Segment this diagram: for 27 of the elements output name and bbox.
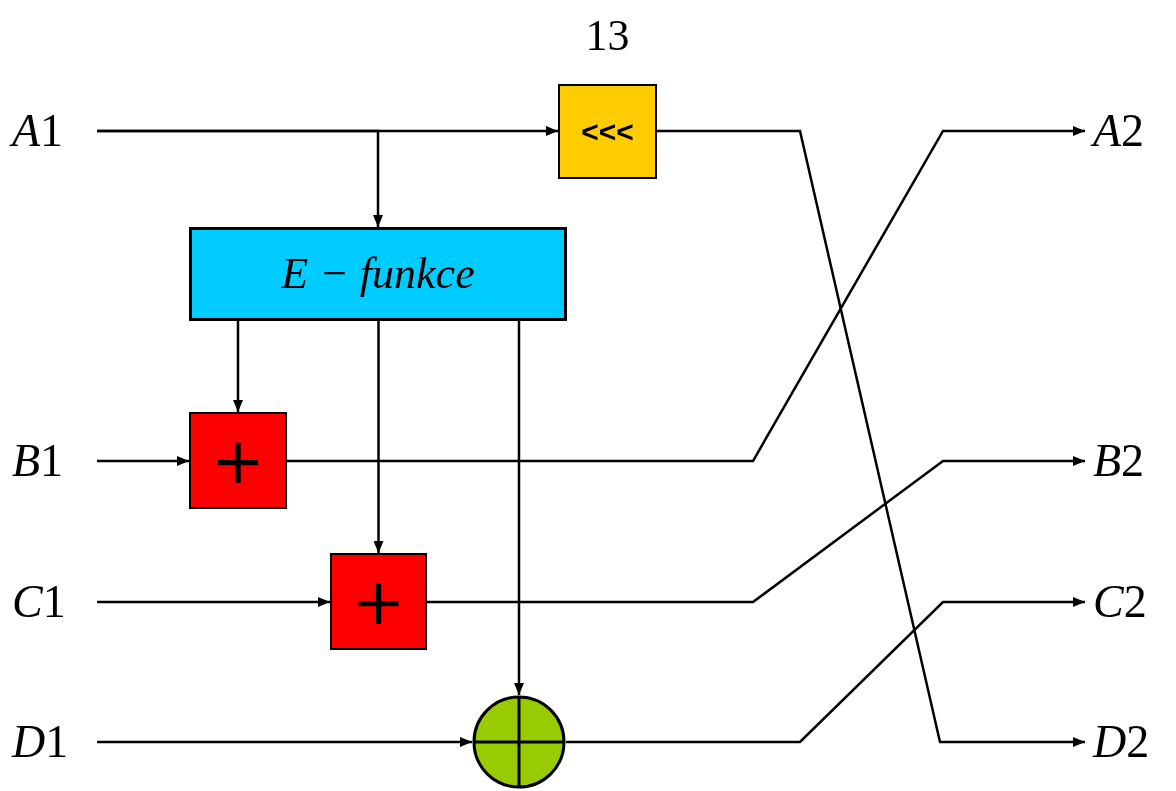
box-label: E − funkce — [281, 252, 475, 296]
input-label: B1 — [12, 438, 64, 484]
arrow — [97, 737, 472, 747]
arrow — [427, 456, 1085, 604]
output-label: C2 — [1093, 579, 1147, 625]
xor-circle — [472, 695, 566, 789]
rotate-symbol: <<< — [581, 116, 634, 147]
arrow — [514, 321, 524, 695]
shift-amount: 13 — [584, 14, 631, 58]
plus-symbol: + — [351, 569, 406, 634]
arrow — [97, 129, 383, 227]
arrow — [97, 597, 330, 607]
adder-box — [330, 553, 427, 650]
adder-box — [189, 412, 287, 509]
plus-symbol: + — [211, 428, 265, 493]
arrow — [287, 126, 1085, 463]
output-label: D2 — [1093, 719, 1150, 765]
function-box — [189, 227, 567, 321]
rotate-box — [558, 84, 657, 179]
arrow — [373, 321, 384, 553]
arrow — [97, 456, 189, 466]
output-label: B2 — [1093, 438, 1145, 484]
arrow — [233, 321, 243, 412]
arrow — [566, 597, 1085, 744]
input-label: D1 — [12, 719, 69, 765]
input-label: C1 — [12, 579, 66, 625]
arrow — [657, 129, 1085, 747]
